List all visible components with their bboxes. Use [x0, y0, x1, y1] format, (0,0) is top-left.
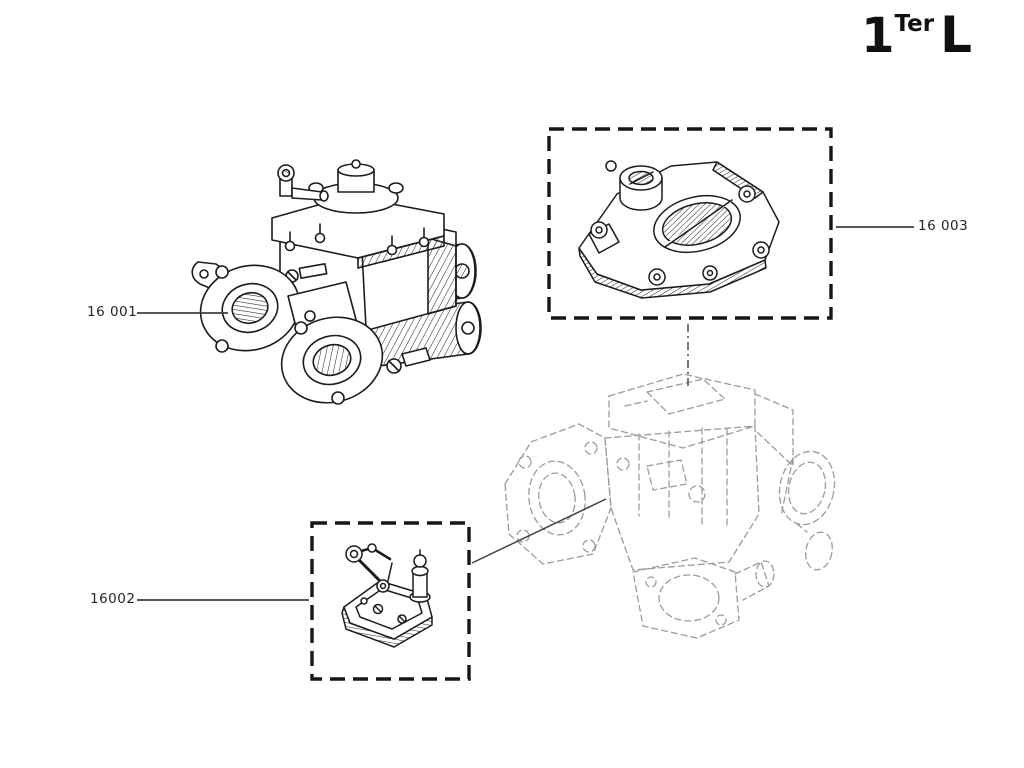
plate-code-number: 1 [861, 8, 894, 64]
fuel-inlet-fitting [277, 164, 329, 202]
part-label-16003: 16 003 [918, 218, 969, 234]
ghost-top-deck [608, 373, 756, 449]
ghost-center-body [604, 425, 760, 571]
pump-screws [360, 597, 407, 624]
intake-flange-upper [199, 264, 301, 353]
opening-slash [664, 199, 733, 248]
pump-assembly-figure [341, 543, 433, 648]
pump-plunger [409, 549, 431, 603]
part-label-16002: 16002 [90, 591, 136, 607]
pump-location-leader [471, 498, 607, 564]
inlet-tower [605, 160, 663, 211]
ghost-bottom-flange [632, 557, 775, 639]
part-label-16001: 16 001 [87, 304, 138, 320]
throttle-stop-screw [386, 347, 431, 374]
detail-box-pump [310, 521, 471, 681]
ghost-air-horn [754, 393, 836, 571]
carburetor-assembly-figure [191, 159, 482, 405]
ghost-carburetor-figure [504, 373, 836, 639]
plate-code-letter: L [940, 6, 972, 64]
detail-box-top-cover [547, 127, 833, 320]
pump-lever [345, 543, 393, 593]
cover-nuts [284, 223, 430, 256]
cover-screw-bosses [590, 185, 770, 286]
intake-flange-lower [280, 316, 384, 405]
top-cover-figure [578, 160, 780, 299]
plate-code-superscript: Ter [894, 11, 935, 37]
